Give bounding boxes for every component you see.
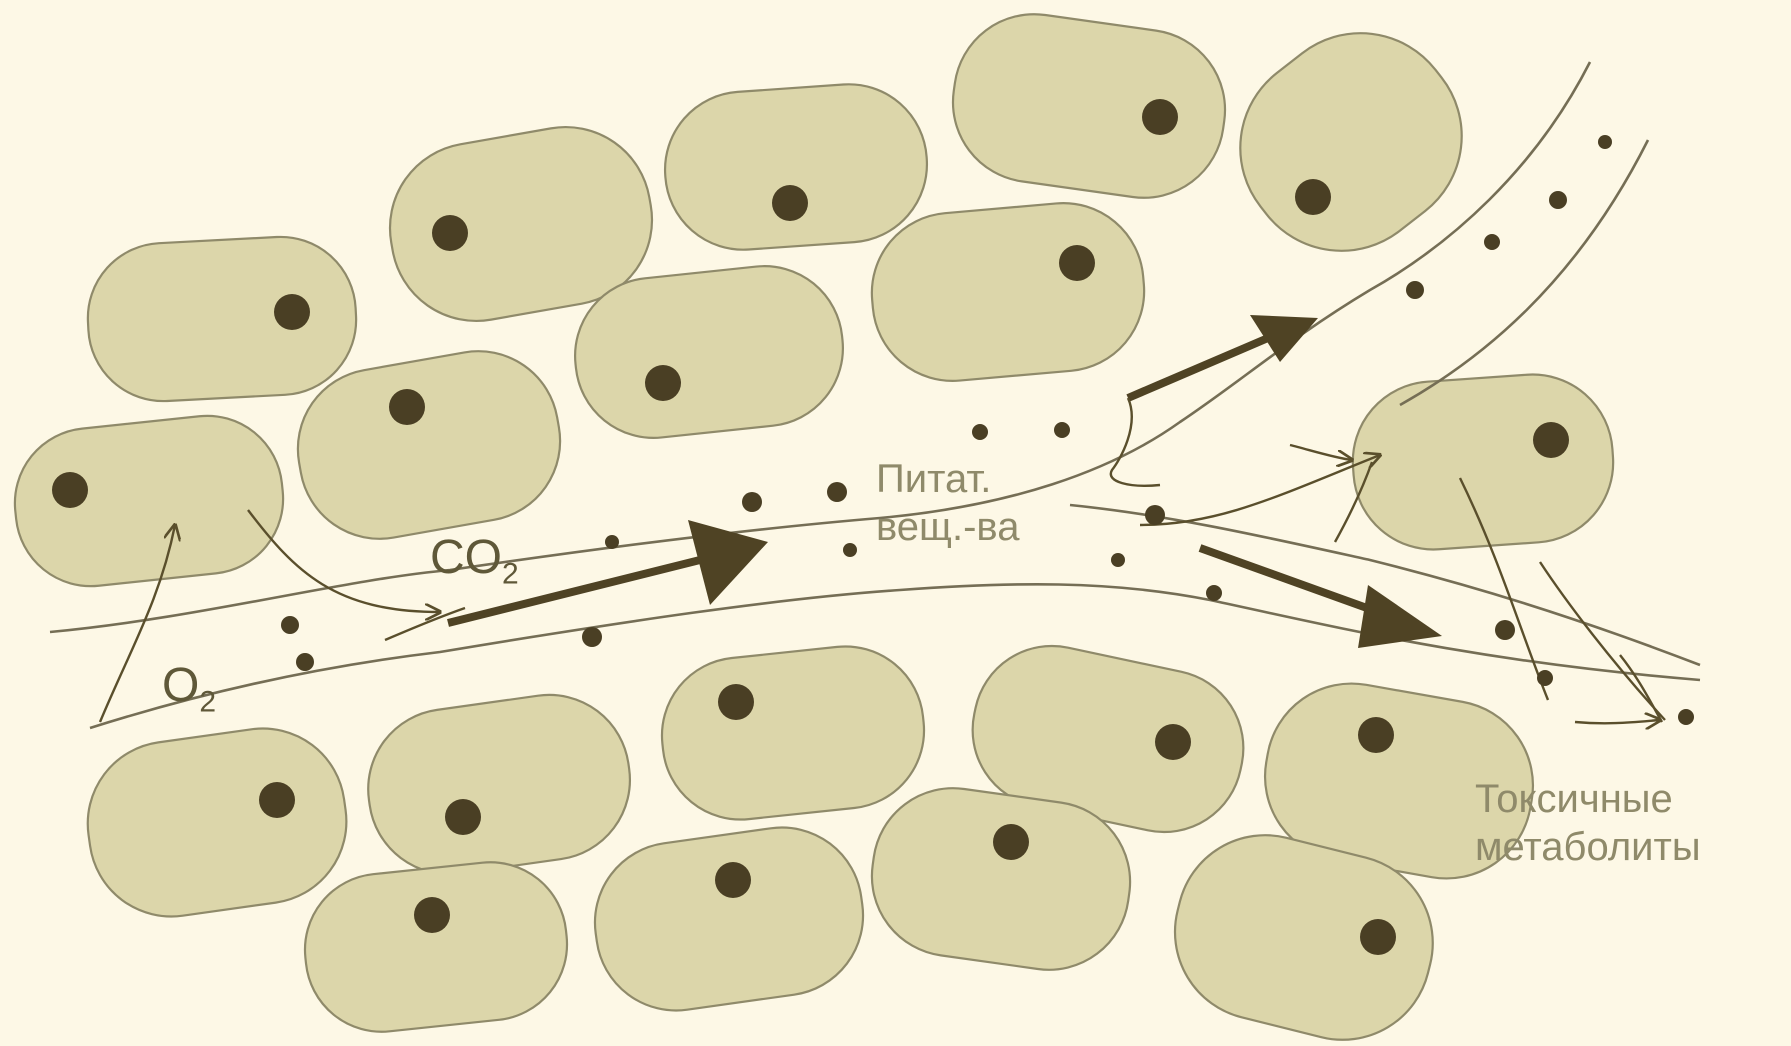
tissue-cell — [358, 685, 640, 885]
toxin-path — [1620, 655, 1662, 722]
nutrients-label: Питат. вещ.-ва — [876, 455, 1019, 551]
co2-label-subscript: 2 — [502, 558, 519, 591]
flow-arrow-head — [1358, 585, 1442, 648]
flow-arrow-head — [688, 520, 768, 605]
toxin-arrow — [1575, 720, 1660, 723]
tissue-cell — [660, 79, 932, 255]
nutrient-uptake-arrow-2 — [1290, 445, 1352, 460]
tissue-cell — [943, 4, 1236, 208]
o2-label-subscript: 2 — [199, 686, 216, 719]
o2-label-text: O — [162, 659, 199, 712]
co2-label-text: CO — [430, 531, 502, 584]
tissue-cell — [1202, 0, 1500, 289]
tissue-cell — [654, 639, 931, 827]
o2-label: O2 — [162, 662, 216, 718]
tissue-cell — [297, 855, 574, 1040]
tissue-cell — [865, 196, 1151, 387]
flow-arrow — [1128, 338, 1268, 398]
co2-label: CO2 — [430, 534, 519, 590]
tissue-cell — [7, 408, 290, 593]
tissue-cell — [585, 817, 874, 1021]
tissue-cell — [84, 233, 360, 405]
toxic-metabolites-label: Токсичные метаболиты — [1475, 775, 1701, 871]
nutrient-uptake-arrow — [1140, 455, 1380, 525]
tissue-cell — [77, 718, 357, 927]
nutrient-curl — [1111, 398, 1160, 486]
